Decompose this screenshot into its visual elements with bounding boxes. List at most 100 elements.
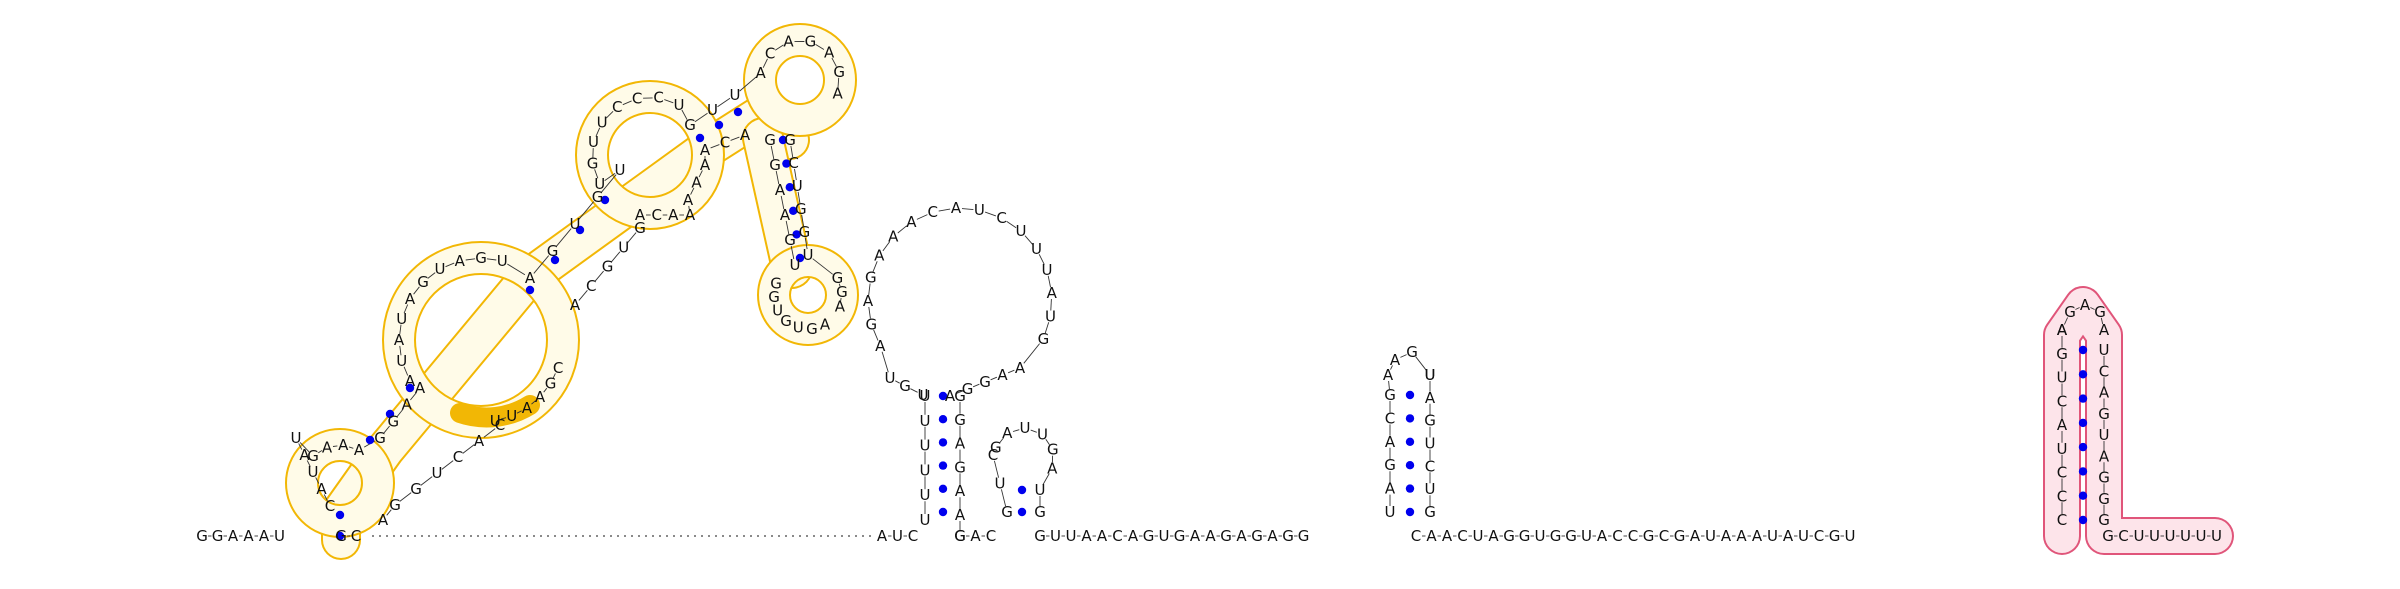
five-prime-tail: G bbox=[212, 527, 224, 545]
mid-link-c: C bbox=[1411, 527, 1421, 545]
domain-a-loop-2: U bbox=[435, 260, 446, 278]
domain-a-inner: G bbox=[769, 156, 781, 174]
backbone-link bbox=[1030, 429, 1037, 433]
five-prime-tail: U bbox=[274, 527, 285, 545]
backbone-link bbox=[797, 191, 801, 204]
central-link: U bbox=[892, 527, 903, 545]
domain-a-loop-2: G bbox=[475, 249, 487, 267]
base-pair-dot bbox=[714, 120, 724, 130]
central-stem-left: U bbox=[920, 511, 931, 529]
mid-link-c: G bbox=[1674, 527, 1686, 545]
backbone-link bbox=[604, 173, 616, 181]
mid-link-b: G bbox=[1174, 527, 1186, 545]
domain-a-loop-4: A bbox=[824, 44, 835, 62]
central-loop: C bbox=[928, 203, 938, 221]
mid-link-c: U bbox=[1798, 527, 1809, 545]
domain-a-strand: U bbox=[803, 246, 814, 264]
mid-link-c: U bbox=[1705, 527, 1716, 545]
three-prime-tail: U bbox=[2180, 527, 2191, 545]
backbone-link bbox=[543, 387, 548, 393]
base-pair-dot bbox=[2078, 345, 2088, 355]
terminal-hairpin: C bbox=[2099, 362, 2109, 380]
backbone-link bbox=[462, 444, 475, 454]
domain-a-inner: C bbox=[651, 206, 661, 224]
domain-a-strand: G bbox=[592, 188, 604, 206]
central-stem-left: U bbox=[920, 437, 931, 455]
middle-hairpin: U bbox=[1425, 366, 1436, 384]
backbone-link bbox=[955, 390, 963, 395]
base-pair-dot bbox=[938, 461, 948, 470]
middle-hairpin: U bbox=[1385, 503, 1396, 521]
nucleotide: A bbox=[378, 511, 389, 529]
backbone-link bbox=[710, 144, 720, 149]
backbone-link bbox=[730, 136, 740, 141]
domain-a-strand: C bbox=[788, 154, 798, 172]
middle-hairpin: A bbox=[1390, 351, 1401, 369]
middle-hairpin: G bbox=[1406, 343, 1418, 361]
mid-link-b: G bbox=[1298, 527, 1310, 545]
mid-link-a: C bbox=[986, 527, 996, 545]
three-prime-tail: U bbox=[2196, 527, 2207, 545]
backbone-link bbox=[785, 220, 790, 235]
domain-a-inner: C bbox=[720, 134, 730, 152]
central-loop: A bbox=[906, 213, 917, 231]
domain-a-loop-3-fill bbox=[577, 82, 723, 228]
mid-link-c: A bbox=[1442, 527, 1453, 545]
backbone-link bbox=[605, 110, 614, 119]
domain-a-loop-5: A bbox=[820, 315, 831, 333]
backbone-link bbox=[739, 76, 757, 92]
mid-link-b: G bbox=[1251, 527, 1263, 545]
middle-hairpin: A bbox=[1385, 433, 1396, 451]
terminal-hairpin: A bbox=[2099, 447, 2110, 465]
backbone-link bbox=[600, 174, 617, 193]
backbone-link bbox=[298, 443, 303, 450]
nucleotide: G bbox=[899, 377, 911, 395]
central-stem-right: A bbox=[955, 482, 966, 500]
backbone-link bbox=[801, 214, 804, 227]
base-pair-dot bbox=[1405, 484, 1415, 493]
mid-link-c: G bbox=[1550, 527, 1562, 545]
five-prime-tail: G bbox=[196, 527, 208, 545]
base-pair-dot bbox=[938, 391, 948, 401]
middle-hairpin: G bbox=[1384, 456, 1396, 474]
domain-a-loop-4: C bbox=[765, 44, 775, 62]
backbone-link bbox=[611, 251, 621, 263]
three-prime-tail: G bbox=[2102, 527, 2114, 545]
middle-hairpin: A bbox=[1383, 366, 1394, 384]
domain-a-strand: A bbox=[316, 480, 327, 498]
domain-a-loop-3: C bbox=[612, 98, 622, 116]
domain-a-loop-5: G bbox=[770, 274, 782, 292]
backbone-link bbox=[594, 270, 604, 282]
backbone-link bbox=[938, 208, 951, 212]
backbone-link bbox=[790, 145, 794, 158]
mid-link-c: G bbox=[1643, 527, 1655, 545]
domain-a-loop-2: G bbox=[417, 273, 429, 291]
central-loop: U bbox=[1016, 222, 1027, 240]
domain-a-strand: U bbox=[730, 86, 741, 104]
terminal-hairpin: U bbox=[2057, 440, 2068, 458]
mid-link-a: A bbox=[970, 527, 981, 545]
middle-hairpin: G bbox=[1424, 412, 1436, 430]
base-pair-dot bbox=[782, 159, 791, 168]
domain-a-loop-1: A bbox=[338, 436, 349, 454]
base-pair-dot bbox=[525, 285, 535, 295]
backbone-link bbox=[441, 460, 454, 470]
backbone-link bbox=[2090, 307, 2095, 310]
backbone-link bbox=[794, 168, 797, 181]
middle-hairpin: G bbox=[1424, 503, 1436, 521]
backbone-link bbox=[910, 388, 918, 393]
central-stem-left: U bbox=[920, 387, 931, 405]
base-pair-dot bbox=[365, 435, 375, 445]
mid-link-b: U bbox=[1050, 527, 1061, 545]
nucleotide: A bbox=[2057, 321, 2068, 339]
middle-hairpin: C bbox=[1425, 457, 1435, 475]
terminal-hairpin: U bbox=[2057, 369, 2068, 387]
central-loop: A bbox=[997, 366, 1008, 384]
central-loop: A bbox=[1015, 359, 1026, 377]
backbone-link bbox=[831, 57, 837, 67]
backbone-link bbox=[332, 445, 338, 447]
mid-link-b: A bbox=[1128, 527, 1139, 545]
backbone-link bbox=[383, 425, 390, 434]
domain-a-loop-5: G bbox=[768, 288, 780, 306]
